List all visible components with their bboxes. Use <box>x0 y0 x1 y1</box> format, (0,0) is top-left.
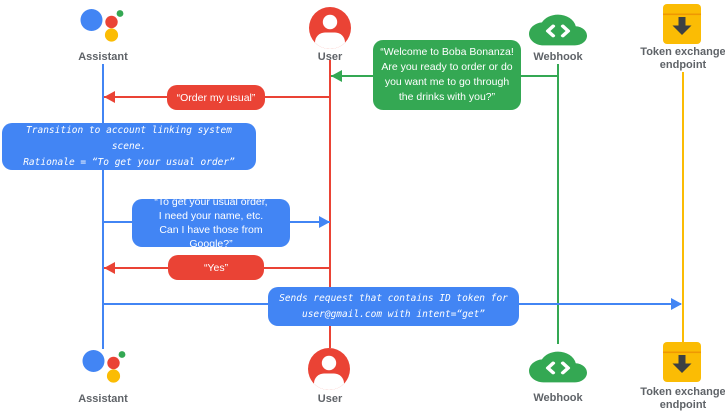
webhook-icon-bottom <box>529 344 587 395</box>
webhook-icon-top <box>529 7 587 58</box>
yes-message-bubble: “Yes” <box>168 255 264 280</box>
user-icon-top <box>309 7 351 54</box>
webhook-label-top: Webhook <box>533 51 583 63</box>
webhook-label-bottom: Webhook <box>533 392 583 404</box>
token-endpoint-icon-top <box>662 4 702 49</box>
user-lifeline <box>329 60 331 348</box>
token-endpoint-label-bottom: Token exchange endpoint <box>640 386 725 411</box>
welcome-message-bubble: “Welcome to Boba Bonanza! Are you ready … <box>373 40 521 110</box>
token-endpoint-label-top: Token exchange endpoint <box>640 46 725 71</box>
user-label-top: User <box>317 51 343 63</box>
assistant-label-top: Assistant <box>78 51 128 63</box>
yes-arrowhead <box>104 262 115 274</box>
token-endpoint-icon-bottom <box>662 342 702 387</box>
sends-request-arrowhead <box>671 298 682 310</box>
assistant-icon-bottom <box>82 349 128 390</box>
get-order-message-bubble: “To get your usual order, I need your na… <box>132 196 290 250</box>
get-order-arrowhead <box>319 216 330 228</box>
user-label-bottom: User <box>317 393 343 405</box>
webhook-lifeline <box>557 64 559 344</box>
sends-request-note: Sends request that contains ID token for… <box>268 287 519 326</box>
welcome-arrowhead <box>331 70 342 82</box>
assistant-lifeline <box>102 64 104 349</box>
assistant-icon-top <box>80 8 126 49</box>
order-usual-arrowhead <box>104 91 115 103</box>
token-endpoint-lifeline <box>682 72 684 342</box>
assistant-label-bottom: Assistant <box>78 393 128 405</box>
user-icon-bottom <box>308 348 350 395</box>
transition-note: Transition to account linking system sce… <box>2 123 256 170</box>
order-usual-message-bubble: “Order my usual” <box>167 85 265 110</box>
